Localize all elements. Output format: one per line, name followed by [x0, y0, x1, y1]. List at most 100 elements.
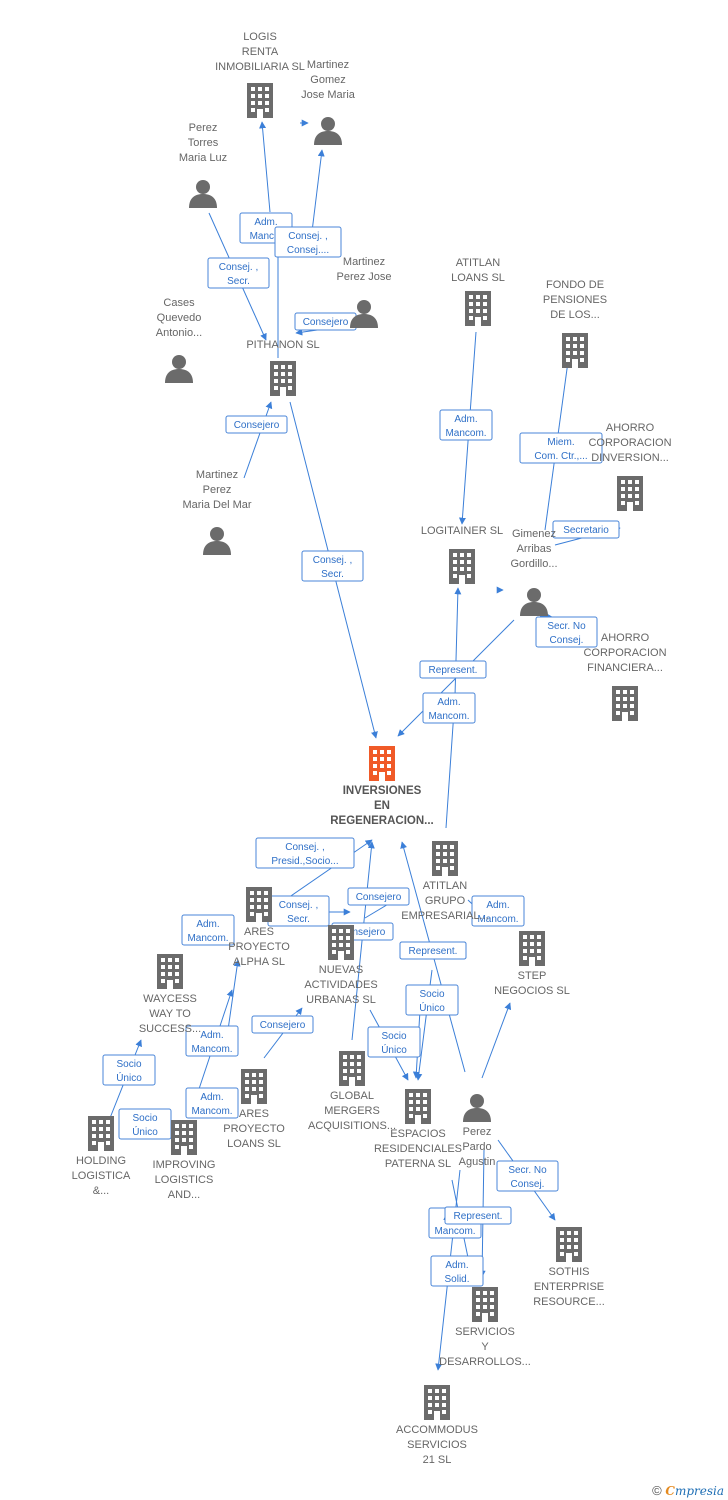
node-label: ACCOMMODUS	[396, 1424, 478, 1436]
node-label: CORPORACION	[583, 647, 666, 659]
edge-line	[481, 1002, 512, 1079]
edge-label-text: Mancom.	[191, 1044, 232, 1055]
edge-label-text: Adm.	[200, 1030, 223, 1041]
edge-label-box	[225, 415, 288, 434]
person-icon	[203, 527, 231, 555]
node-label: RESOURCE...	[533, 1296, 605, 1308]
edge-label[interactable]: Consej. ,Presid.,Socio...	[255, 837, 355, 869]
edge-label[interactable]: Represent.	[419, 660, 487, 679]
footer-credit: © Cmpresia	[652, 1483, 724, 1498]
node-label: FONDO DE	[546, 279, 604, 291]
brand-logo[interactable]: Cmpresia	[665, 1484, 724, 1498]
edge-label-box	[181, 914, 235, 946]
edge-label[interactable]: Consejero	[347, 887, 410, 906]
edge-label[interactable]: Adm.Mancom.	[185, 1087, 239, 1119]
node-label: AHORRO	[601, 632, 650, 644]
edge-label[interactable]: Consejero	[251, 1015, 314, 1034]
edge-label[interactable]: Adm. Mancom.	[185, 1025, 239, 1057]
company-node-servicios[interactable]: SERVICIOSYDESARROLLOS...	[439, 1287, 531, 1368]
edge-label[interactable]: Represent.	[399, 941, 467, 960]
node-label: LOGISTICS	[155, 1174, 214, 1186]
edge-label-text: Represent.	[429, 665, 478, 676]
edge-label-text: Represent.	[454, 1211, 503, 1222]
edge-label-text: Mancom.	[477, 914, 518, 925]
node-label: MERGERS	[324, 1105, 380, 1117]
node-label: Perez	[189, 122, 218, 134]
node-label: NEGOCIOS SL	[494, 985, 570, 997]
person-node-gimenez[interactable]: GimenezArribasGordillo...	[510, 528, 558, 616]
edge-label[interactable]: Adm.Mancom.	[181, 914, 235, 946]
node-label: INVERSIONES	[343, 785, 422, 797]
edge-label[interactable]: Adm.Solid.	[430, 1255, 484, 1287]
company-node-atitlan-grupo[interactable]: ATITLANGRUPOEMPRESARIAL...	[401, 841, 489, 922]
edge-label-box	[444, 1206, 512, 1225]
node-label: Perez Jose	[336, 271, 391, 283]
company-node-step[interactable]: STEP NEGOCIOS SL	[494, 931, 570, 997]
node-label: PROYECTO	[228, 941, 290, 953]
edge-label-text: Adm.	[437, 697, 460, 708]
edge-label[interactable]: Secretario	[552, 520, 620, 539]
edge-label[interactable]: Consej. ,Secr.	[267, 895, 330, 927]
edge-label-box	[552, 520, 620, 539]
node-label: STEP	[518, 970, 547, 982]
edge-label-text: Mancom.	[187, 933, 228, 944]
edge-label[interactable]: Miem.Com. Ctr.,...	[519, 432, 603, 464]
edge-label-box	[430, 1255, 484, 1287]
company-node-sothis[interactable]: SOTHISENTERPRISERESOURCE...	[533, 1227, 605, 1308]
edge-label[interactable]: Consej. ,Consej....	[274, 226, 342, 258]
edge-label-box	[496, 1160, 559, 1192]
building-icon	[472, 1287, 498, 1322]
edge-label[interactable]: Consejero	[294, 312, 357, 331]
company-node-ahorro-fin[interactable]: AHORRO CORPORACION FINANCIERA...	[583, 632, 667, 721]
edge-label[interactable]: Adm.Mancom.	[439, 409, 493, 441]
node-label: FINANCIERA...	[587, 662, 663, 674]
node-label: Antonio...	[156, 327, 202, 339]
edge-label-text: Socio	[132, 1113, 157, 1124]
node-label: PROYECTO	[223, 1123, 285, 1135]
company-node-inversiones[interactable]: INVERSIONESENREGENERACION...	[330, 746, 434, 827]
edge-label[interactable]: Consejero	[225, 415, 288, 434]
company-node-improving[interactable]: IMPROVINGLOGISTICSAND...	[153, 1120, 216, 1201]
edge-label[interactable]: Adm.Mancom.	[422, 692, 476, 724]
edge-label[interactable]: Consej. ,Secr.	[301, 550, 364, 582]
node-label: Gordillo...	[510, 558, 557, 570]
node-label: LOANS SL	[227, 1138, 281, 1150]
company-node-pithanon[interactable]: PITHANON SL	[246, 339, 320, 396]
building-icon	[432, 841, 458, 876]
edge-label[interactable]: Adm.Mancom.	[471, 895, 525, 927]
company-node-logitainer[interactable]: LOGITAINER SL	[421, 525, 503, 584]
company-node-global[interactable]: GLOBALMERGERSACQUISITIONS...	[308, 1051, 396, 1132]
edge-label-text: Secr.	[227, 276, 250, 287]
node-label: CORPORACION	[588, 437, 671, 449]
person-node-cases[interactable]: CasesQuevedoAntonio...	[156, 297, 202, 383]
edge-label[interactable]: Represent.	[444, 1206, 512, 1225]
company-node-holding[interactable]: HOLDINGLOGISTICA&...	[72, 1116, 131, 1197]
edge-label-text: Secretario	[563, 525, 609, 536]
person-icon	[189, 180, 217, 208]
edge-label[interactable]: Consej. ,Secr.	[207, 257, 270, 289]
company-node-ahorro-inv[interactable]: AHORROCORPORACIONDINVERSION...	[588, 422, 672, 511]
edge-label-text: Presid.,Socio...	[271, 856, 338, 867]
node-label: Martinez	[307, 59, 349, 71]
building-icon	[424, 1385, 450, 1420]
